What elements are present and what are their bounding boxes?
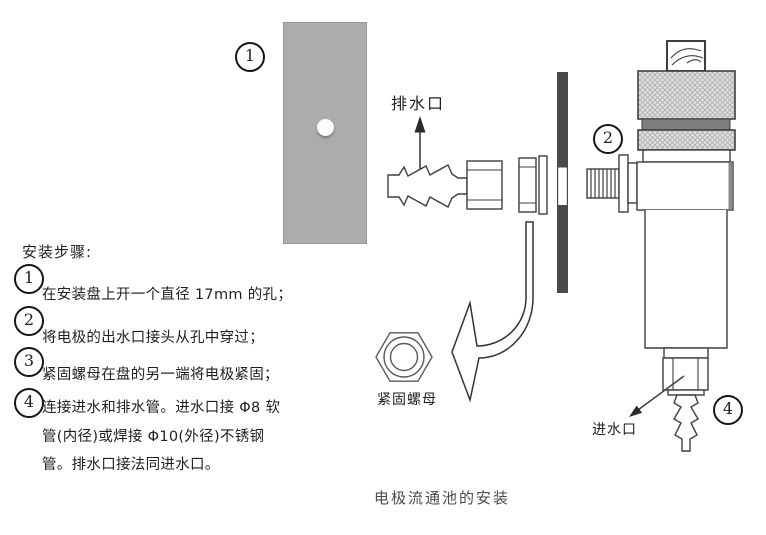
washer	[538, 155, 548, 215]
callout-1: 1	[235, 42, 265, 72]
neck	[642, 149, 731, 163]
mounting-plate	[283, 22, 367, 244]
dark-band	[641, 118, 731, 131]
upper-body	[636, 161, 734, 211]
inlet-port-label: 进水口	[592, 422, 637, 438]
fastening-nut-label: 紧固螺母	[377, 392, 437, 408]
knurled-ring-small	[637, 129, 736, 151]
step-2-text: 将电极的出水口接头从孔中穿过；	[42, 330, 264, 346]
insert-direction-arrow	[451, 221, 534, 403]
step-2-badge: 2	[14, 306, 44, 336]
drain-port-label: 排水口	[391, 94, 446, 113]
fastening-nut-front	[375, 332, 433, 382]
drain-barb-fitting	[387, 160, 503, 210]
electrode-cap	[666, 40, 706, 72]
step-1-badge: 1	[14, 264, 44, 294]
step-3-badge: 3	[14, 347, 44, 377]
fastening-nut-side	[518, 157, 537, 213]
inlet-collar	[663, 347, 709, 359]
inlet-barb	[673, 394, 699, 452]
callout-4: 4	[713, 395, 743, 425]
plate-hole	[317, 119, 334, 136]
inlet-collar-2	[667, 389, 705, 396]
step-3-text: 紧固螺母在盘的另一端将电极紧固；	[42, 367, 279, 383]
steps-heading: 安装步骤:	[22, 243, 93, 261]
callout-2: 2	[593, 124, 623, 154]
inlet-hex-fitting	[662, 357, 709, 391]
lower-body	[644, 210, 728, 349]
step-4-text-line-2: 管(内径)或焊接 Φ10(外径)不锈钢	[42, 429, 265, 445]
outlet-thread-fitting	[586, 154, 638, 213]
electrode-body	[636, 40, 736, 452]
inlet-arrow	[629, 375, 685, 417]
panel-edge-bar	[557, 72, 568, 293]
body-shadow	[728, 163, 732, 209]
knurled-ring-large	[637, 70, 736, 120]
step-1-text: 在安装盘上开一个直径 17mm 的孔；	[42, 287, 293, 303]
step-4-text-line-3: 管。排水口接法同进水口。	[42, 457, 220, 473]
step-4-text-line-1: 连接进水和排水管。进水口接 Φ8 软	[42, 400, 281, 416]
step-4-badge: 4	[14, 388, 44, 418]
figure-caption: 电极流通池的安装	[374, 489, 511, 507]
